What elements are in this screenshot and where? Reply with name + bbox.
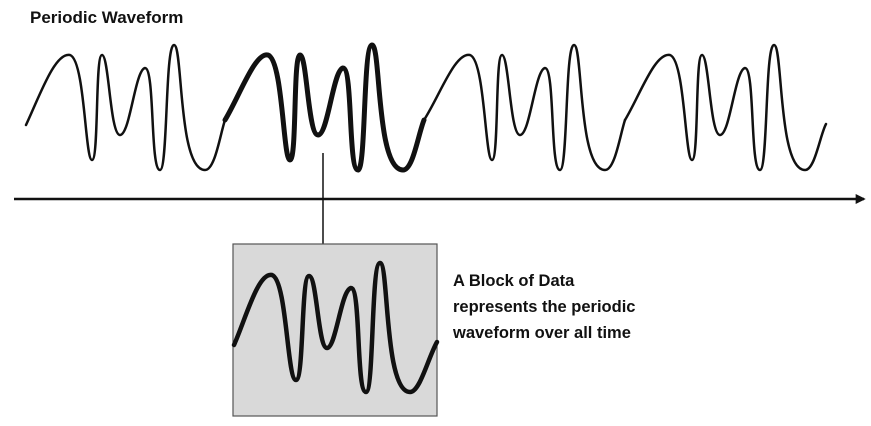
waveform-period-3 bbox=[422, 43, 627, 172]
data-block-caption: A Block of Data represents the periodic … bbox=[453, 268, 713, 346]
caption-line-1: A Block of Data bbox=[453, 272, 575, 290]
diagram-title: Periodic Waveform bbox=[30, 8, 184, 27]
caption-line-3: waveform over all time bbox=[453, 324, 631, 342]
data-block-waveform bbox=[231, 260, 440, 395]
caption-line-2: represents the periodic bbox=[453, 298, 636, 316]
waveform-period-4 bbox=[623, 43, 828, 172]
waveform-period-1 bbox=[24, 43, 227, 172]
waveform-period-2-bold bbox=[222, 42, 427, 173]
